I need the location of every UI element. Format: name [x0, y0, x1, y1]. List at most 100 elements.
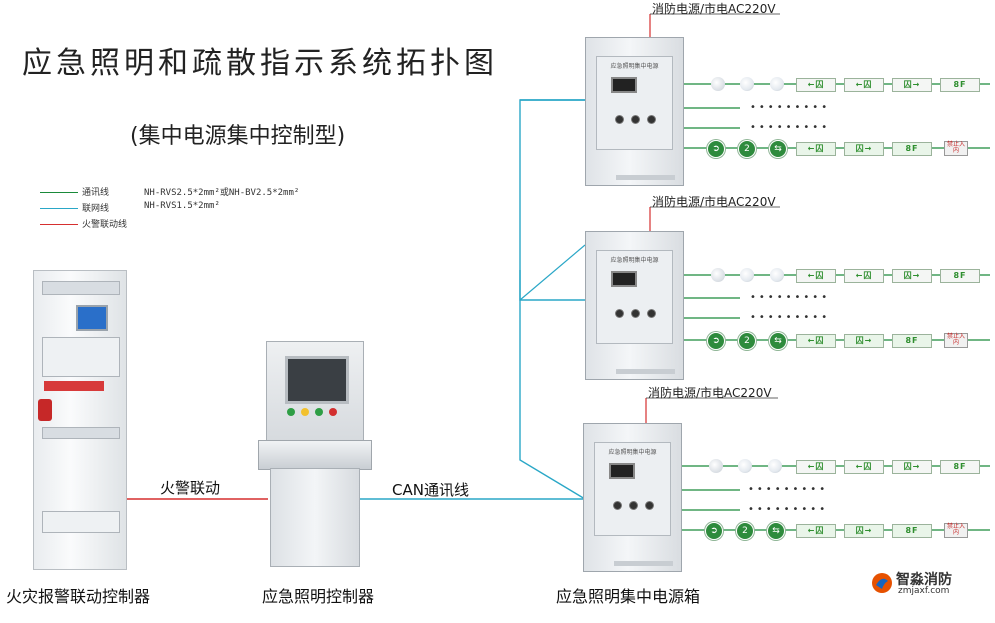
- floor-sign-icon: 8F: [940, 78, 980, 92]
- cabinet-bottom-plate: [42, 511, 120, 533]
- knob-icon: [647, 115, 656, 124]
- logo-flame-icon: [872, 573, 892, 593]
- floor-sign-icon: 8F: [892, 334, 932, 348]
- knob-icon: [645, 501, 654, 510]
- exit-sign-icon: 囚→: [892, 78, 932, 92]
- power-box-label: 应急照明集中电源箱: [556, 587, 701, 606]
- power-box-nameplate: [616, 369, 675, 374]
- ellipsis-dots: •••••••••: [750, 122, 831, 133]
- can-bus-label: CAN通讯线: [392, 481, 469, 499]
- exit-sign-icon: ←囚: [796, 78, 836, 92]
- logo-name: 智淼消防: [896, 572, 952, 588]
- legend-swatch-fire: [40, 224, 78, 225]
- exit-sign-icon: ←囚: [796, 269, 836, 283]
- yellow-button-icon: [301, 408, 309, 416]
- exit-sign-icon: 囚→: [892, 269, 932, 283]
- exit-direction-icon: ➲: [707, 140, 725, 158]
- red-button-icon: [329, 408, 337, 416]
- can-branch-2: [519, 270, 585, 301]
- power-box-title: 应急照明集中电源: [608, 449, 657, 456]
- logo: 智淼消防 zmjaxf.com: [870, 569, 990, 599]
- ellipsis-dots: •••••••••: [750, 102, 831, 113]
- no-entry-sign-icon: 禁止入内: [944, 141, 968, 156]
- legend-label-network: 联网线: [82, 204, 110, 214]
- knob-icon: [629, 501, 638, 510]
- floor-sign-icon: 8F: [892, 524, 932, 538]
- ellipsis-dots: •••••••••: [750, 312, 831, 323]
- knob-icon: [631, 115, 640, 124]
- ellipsis-dots: •••••••••: [750, 292, 831, 303]
- exit-direction-icon: ⇆: [767, 522, 785, 540]
- ellipsis-dots: •••••••••: [748, 484, 829, 495]
- ceiling-lamp-icon: [709, 459, 723, 473]
- knob-icon: [631, 309, 640, 318]
- legend-swatch-comm: [40, 192, 78, 193]
- fire-controller-label: 火灾报警联动控制器: [6, 587, 151, 606]
- power-box-3: 应急照明集中电源: [583, 423, 682, 572]
- round-lamp-icon: [768, 459, 782, 473]
- emergency-controller-screen: [285, 356, 349, 404]
- legend-spec-network: NH-RVS1.5*2mm²: [144, 201, 220, 211]
- green-button-icon-2: [315, 408, 323, 416]
- power-box-title: 应急照明集中电源: [610, 257, 659, 264]
- round-lamp-icon: [740, 268, 754, 282]
- exit-direction-icon: ⇆: [769, 140, 787, 158]
- ceiling-lamp-icon: [711, 77, 725, 91]
- fire-alarm-controller-cabinet: [33, 270, 127, 570]
- cabinet-header-panel: [42, 281, 120, 295]
- legend-row-comm: 通讯线 NH-RVS2.5*2mm²或NH-BV2.5*2mm²: [40, 185, 299, 198]
- knob-icon: [613, 501, 622, 510]
- power-box-panel: 应急照明集中电源: [596, 250, 673, 344]
- ceiling-lamp-icon: [711, 268, 725, 282]
- exit-sign-icon: ←囚: [796, 142, 836, 156]
- knob-icon: [615, 115, 624, 124]
- round-lamp-icon: [740, 77, 754, 91]
- floor-sign-icon: 8F: [892, 142, 932, 156]
- exit-sign-icon: 囚→: [844, 334, 884, 348]
- alarm-bell-icon: [38, 399, 52, 421]
- exit-direction-icon: ➲: [707, 332, 725, 350]
- round-lamp-icon: [770, 268, 784, 282]
- exit-number-icon: 2: [738, 332, 756, 350]
- exit-sign-icon: ←囚: [844, 460, 884, 474]
- diagram-subtitle: (集中电源集中控制型): [130, 124, 346, 149]
- exit-number-icon: 2: [738, 140, 756, 158]
- power-label-3: 消防电源/市电AC220V: [648, 386, 772, 400]
- knob-icon: [615, 309, 624, 318]
- emergency-controller-base: [270, 468, 360, 567]
- exit-sign-icon: 囚→: [844, 524, 884, 538]
- exit-sign-icon: ←囚: [844, 269, 884, 283]
- exit-sign-icon: ←囚: [844, 78, 884, 92]
- exit-sign-icon: ←囚: [796, 460, 836, 474]
- controller-screen: [76, 305, 108, 331]
- cabinet-red-panel: [44, 381, 104, 391]
- legend-spec-comm: NH-RVS2.5*2mm²或NH-BV2.5*2mm²: [144, 188, 300, 198]
- green-button-icon: [287, 408, 295, 416]
- diagram-title: 应急照明和疏散指示系统拓扑图: [22, 46, 498, 81]
- power-box-screen: [611, 271, 637, 287]
- logo-url: zmjaxf.com: [898, 586, 950, 596]
- ellipsis-dots: •••••••••: [748, 504, 829, 515]
- knob-icon: [647, 309, 656, 318]
- legend-row-fire: 火警联动线: [40, 217, 127, 230]
- power-box-panel: 应急照明集中电源: [596, 56, 673, 150]
- power-label-1: 消防电源/市电AC220V: [652, 2, 776, 16]
- round-lamp-icon: [770, 77, 784, 91]
- emergency-controller-desk: [258, 440, 372, 470]
- power-box-nameplate: [616, 175, 675, 180]
- power-label-2: 消防电源/市电AC220V: [652, 195, 776, 209]
- legend-swatch-network: [40, 208, 78, 209]
- legend-label-fire: 火警联动线: [82, 220, 128, 230]
- round-lamp-icon: [738, 459, 752, 473]
- no-entry-sign-icon: 禁止入内: [944, 333, 968, 348]
- power-box-panel: 应急照明集中电源: [594, 442, 671, 536]
- legend-label-comm: 通讯线: [82, 188, 110, 198]
- exit-direction-icon: ➲: [705, 522, 723, 540]
- cabinet-module-panel: [42, 337, 120, 377]
- floor-sign-icon: 8F: [940, 460, 980, 474]
- power-box-nameplate: [614, 561, 673, 566]
- power-box-screen: [611, 77, 637, 93]
- no-entry-sign-icon: 禁止入内: [944, 523, 968, 538]
- emergency-controller-label: 应急照明控制器: [262, 587, 375, 606]
